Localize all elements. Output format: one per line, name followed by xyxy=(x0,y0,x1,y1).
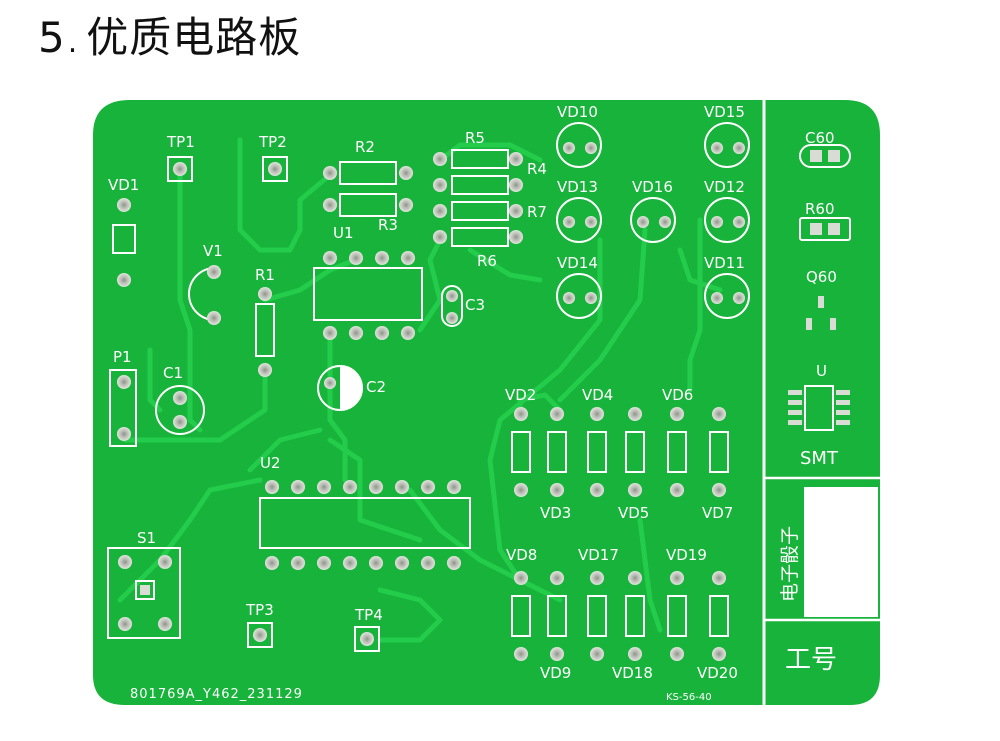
label-c60: C60 xyxy=(805,129,835,147)
label-c2: C2 xyxy=(366,378,386,396)
label-vd9: VD9 xyxy=(540,664,571,682)
label-vd5: VD5 xyxy=(618,504,649,522)
label-r6: R6 xyxy=(477,252,497,270)
label-tp4: TP4 xyxy=(354,606,383,624)
label-vd8: VD8 xyxy=(506,546,537,564)
label-code: 801769A_Y462_231129 xyxy=(130,687,303,702)
label-vd3: VD3 xyxy=(540,504,571,522)
label-q60: Q60 xyxy=(806,268,837,286)
label-r5: R5 xyxy=(465,129,485,147)
label-dice: 电子骰子 xyxy=(779,526,801,602)
label-vd15: VD15 xyxy=(704,103,745,121)
silkscreen-outlines xyxy=(107,122,851,652)
label-vd7: VD7 xyxy=(702,504,733,522)
label-r2: R2 xyxy=(355,138,375,156)
label-u2: U2 xyxy=(260,454,281,472)
label-u: U xyxy=(816,362,827,380)
label-smt: SMT xyxy=(800,448,839,469)
label-r60: R60 xyxy=(805,200,835,218)
label-vd16: VD16 xyxy=(632,178,673,196)
heading-title: 优质电路板 xyxy=(86,13,302,62)
label-s1: S1 xyxy=(137,529,156,547)
label-vd13: VD13 xyxy=(557,178,598,196)
label-c3: C3 xyxy=(465,296,485,314)
heading-separator: . xyxy=(67,25,79,60)
label-p1: P1 xyxy=(113,348,132,366)
label-vd14: VD14 xyxy=(557,254,598,272)
pcb-board xyxy=(93,100,880,705)
label-r3: R3 xyxy=(378,216,398,234)
heading-number: 5 xyxy=(38,13,66,62)
label-vd18: VD18 xyxy=(612,664,653,682)
label-vd17: VD17 xyxy=(578,546,619,564)
label-r1: R1 xyxy=(255,266,275,284)
label-vd6: VD6 xyxy=(662,386,693,404)
label-vd19: VD19 xyxy=(666,546,707,564)
label-vd2: VD2 xyxy=(505,386,536,404)
label-vd11: VD11 xyxy=(704,254,745,272)
label-vd10: VD10 xyxy=(557,103,598,121)
label-vd12: VD12 xyxy=(704,178,745,196)
label-vd4: VD4 xyxy=(582,386,613,404)
label-u1: U1 xyxy=(333,224,354,242)
label-tp1: TP1 xyxy=(166,133,195,151)
label-vd20: VD20 xyxy=(697,664,738,682)
copper-traces xyxy=(117,137,723,643)
label-r4: R4 xyxy=(527,160,547,178)
label-vd1: VD1 xyxy=(108,176,139,194)
label-tp3: TP3 xyxy=(245,601,274,619)
page-heading: 5.优质电路板 xyxy=(38,4,301,65)
label-v1: V1 xyxy=(203,242,223,260)
label-r7: R7 xyxy=(527,203,547,221)
label-job-no: 工号 xyxy=(785,645,837,675)
blank-label-area xyxy=(804,487,878,617)
label-code2: KS-56-40 xyxy=(666,692,712,703)
label-tp2: TP2 xyxy=(258,133,287,151)
label-c1: C1 xyxy=(163,364,183,382)
